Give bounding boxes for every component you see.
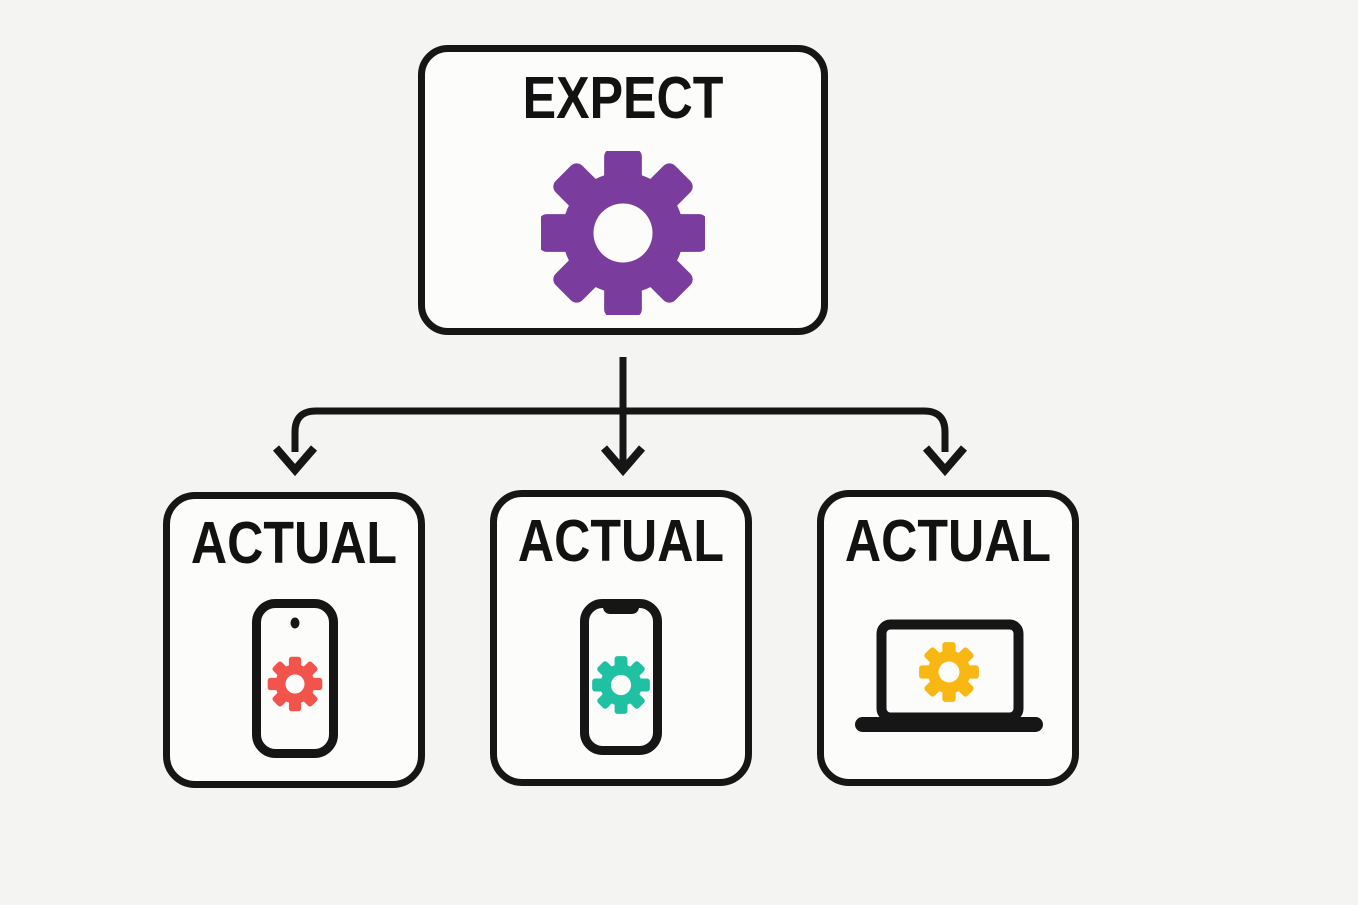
gear-icon bbox=[267, 656, 323, 712]
gear-icon bbox=[919, 642, 979, 702]
smartphone-icon bbox=[252, 599, 338, 758]
smartphone-notch-icon bbox=[580, 599, 662, 755]
connector-lines bbox=[272, 357, 968, 477]
actual-label: ACTUAL bbox=[517, 508, 725, 574]
phone-notch bbox=[603, 603, 639, 614]
expect-label: EXPECT bbox=[522, 65, 724, 131]
actual-label: ACTUAL bbox=[844, 508, 1052, 574]
laptop-base bbox=[855, 717, 1043, 732]
phone-camera-dot bbox=[290, 617, 300, 629]
actual-label: ACTUAL bbox=[190, 510, 398, 576]
laptop-icon bbox=[855, 619, 1043, 732]
gear-icon bbox=[541, 151, 705, 315]
gear-icon bbox=[592, 656, 650, 714]
